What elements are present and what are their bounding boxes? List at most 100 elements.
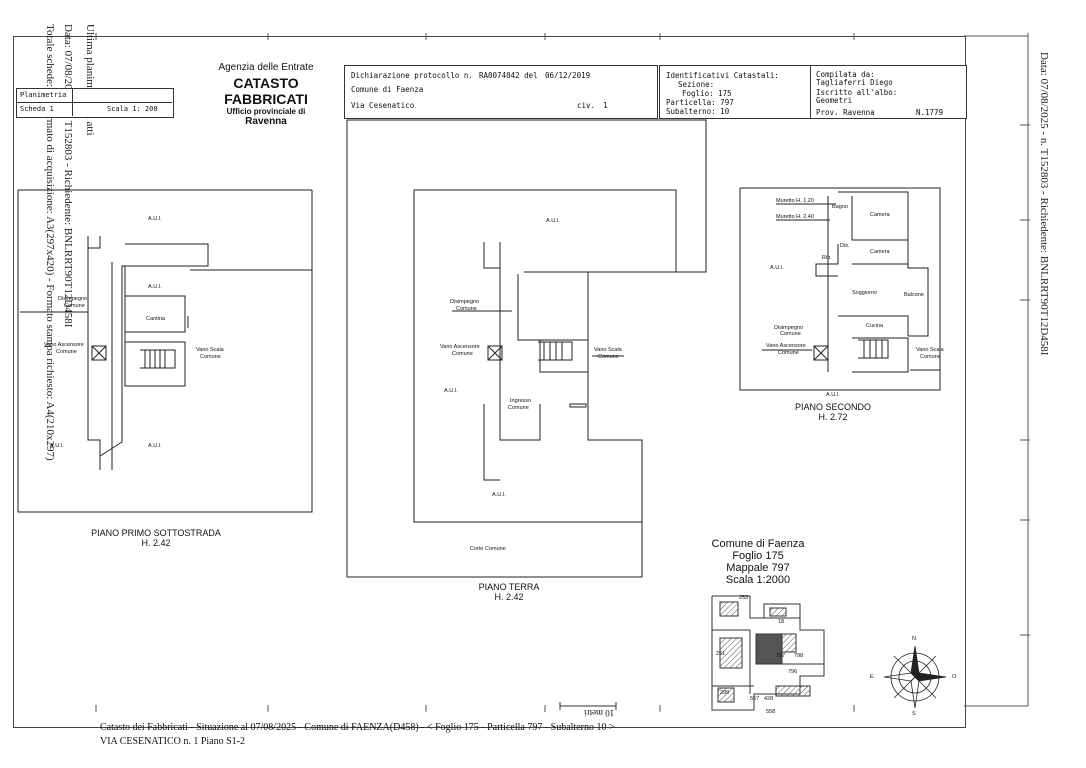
sheet-frame	[13, 36, 966, 728]
map-mappale: Mappale 797	[726, 562, 790, 574]
prov-label: Prov. Ravenna	[816, 108, 875, 117]
right-vano-ascensore: Vano Ascensore	[766, 343, 806, 349]
scala-label: Scala 1: 200	[107, 105, 158, 113]
center-aui-left: A.U.I.	[444, 388, 458, 394]
lot-797: 797	[776, 653, 786, 659]
left-disimpegno: Disimpegno	[58, 296, 88, 302]
ident-title: Identificativi Catastali:	[666, 71, 779, 80]
ufficio-label: Ufficio provinciale di	[226, 107, 306, 116]
left-aui-top: A.U.I.	[148, 216, 162, 222]
lot-18: 18	[778, 619, 785, 625]
iscritto-label: Iscritto all'albo:	[816, 88, 898, 97]
left-plan-height: H. 2.42	[141, 538, 171, 548]
center-plan-title: PIANO TERRA	[478, 582, 540, 592]
via-label: Via Cesenatico	[351, 101, 415, 110]
right-soggiorno: Soggiorno	[852, 290, 878, 296]
right-vano-scala: Vano Scala	[916, 347, 944, 353]
dich-date: 06/12/2019	[545, 71, 591, 80]
civ-value: 1	[603, 101, 608, 110]
tecnico-name: Tagliaferri Diego	[816, 78, 893, 87]
civ-label: civ.	[577, 101, 596, 110]
agency-name: Agenzia delle Entrate	[218, 62, 314, 73]
center-comune-3: Comune	[598, 354, 619, 360]
right-dis: Dis.	[840, 243, 850, 249]
sezione-label: Sezione:	[678, 80, 715, 89]
planimetria-box: Planimetria Scheda 1 Scala 1: 200	[16, 88, 174, 118]
right-camera-2: Camera	[870, 249, 890, 255]
compass-o: O	[952, 674, 957, 680]
dich-number: RA0074042 del	[479, 71, 538, 80]
compilata-label: Compilata da:	[816, 70, 875, 79]
right-plan-title: PIANO SECONDO	[794, 402, 871, 412]
compass-n: N	[912, 636, 916, 642]
center-aui-top: A.U.I.	[546, 218, 560, 224]
albo-label: Geometri	[816, 96, 853, 105]
scheda-label: Scheda 1	[17, 103, 73, 116]
right-comune-2: Comune	[778, 350, 799, 356]
left-aui-bottom-right: A.U.I.	[148, 443, 162, 449]
particella-label: Particella: 797	[666, 98, 734, 107]
right-aui-bottom: A.U.I.	[826, 392, 840, 398]
left-vano-scala: Vano Scala	[196, 347, 224, 353]
right-aui: A.U.I.	[770, 265, 784, 271]
foglio-label: Foglio: 175	[682, 89, 732, 98]
right-disimpegno: Disimpegno	[774, 325, 804, 331]
center-corte: Corte Comune	[470, 546, 506, 552]
left-comune-3: Comune	[200, 354, 221, 360]
catasto-title: CATASTO FABBRICATI	[224, 75, 308, 107]
footer-line-2: VIA CESENATICO n. 1 Piano S1-2	[100, 736, 246, 747]
scale-bar	[559, 702, 617, 710]
right-bagno: Bagno	[832, 204, 848, 210]
center-vano-ascensore: Vano Ascensore	[440, 344, 480, 350]
right-comune-3: Comune	[920, 354, 941, 360]
subalterno-label: Subalterno: 10	[666, 107, 730, 116]
mini-map	[711, 595, 825, 711]
map-scala: Scala 1:2000	[725, 574, 791, 586]
footer-line-1: Catasto dei Fabbricati - Situazione al 0…	[100, 722, 615, 733]
center-comune-4: Comune	[508, 405, 529, 411]
planimetria-label: Planimetria	[17, 89, 73, 103]
iscrizione-number: N.1779	[916, 108, 944, 117]
city-label: Ravenna	[245, 116, 287, 127]
map-foglio: Foglio 175	[732, 550, 784, 562]
agency-block: Agenzia delle Entrate CATASTO FABBRICATI…	[190, 62, 342, 127]
lot-557: 557	[750, 696, 760, 702]
center-comune-1: Comune	[456, 306, 477, 312]
lot-253: 253	[739, 595, 749, 601]
center-ingresso: Ingresso	[510, 398, 532, 404]
right-comune-1: Comune	[780, 331, 801, 337]
right-balcone: Balcone	[904, 292, 924, 298]
left-comune-2: Comune	[56, 349, 77, 355]
compass-rose-icon	[883, 645, 947, 709]
dichiarazione-box: Dichiarazione protocollo n. RA0074042 de…	[344, 65, 658, 119]
dich-label: Dichiarazione protocollo n.	[351, 71, 473, 80]
left-comune-1: Comune	[64, 303, 85, 309]
center-plan-height: H. 2.42	[494, 592, 524, 602]
center-aui-bottom: A.U.I.	[492, 492, 506, 498]
lot-428: 428	[764, 696, 774, 702]
lot-299: 299	[720, 690, 730, 696]
left-aui-bottom-left: A.U.I.	[50, 443, 64, 449]
lot-798: 798	[794, 653, 804, 659]
right-muretto-2: Muretto H. 2.40	[776, 214, 814, 220]
lot-251: 251	[716, 651, 726, 657]
center-vano-scala: Vano Scala	[594, 347, 622, 353]
scale-bar-label: 10 metri	[584, 708, 615, 718]
right-rip: Rip.	[822, 255, 832, 261]
right-camera-1: Camera	[870, 212, 890, 218]
identificativi-box: Identificativi Catastali: Sezione: Fogli…	[659, 65, 967, 119]
compass-s: S	[912, 711, 916, 717]
compass-e: E	[870, 674, 874, 680]
left-aui-mid: A.U.I.	[148, 284, 162, 290]
right-cucina: Cucina	[866, 323, 884, 329]
center-comune-2: Comune	[452, 351, 473, 357]
center-disimpegno: Disimpegno	[450, 299, 480, 305]
left-vano-ascensore: Vano Ascensore	[44, 342, 84, 348]
left-plan-title: PIANO PRIMO SOTTOSTRADA	[91, 528, 221, 538]
left-cantina: Cantina	[146, 316, 165, 322]
map-info: Comune di Faenza Foglio 175 Mappale 797 …	[698, 538, 818, 586]
right-muretto-1: Muretto H. 1.20	[776, 198, 814, 204]
right-plan-height: H. 2.72	[818, 412, 848, 422]
